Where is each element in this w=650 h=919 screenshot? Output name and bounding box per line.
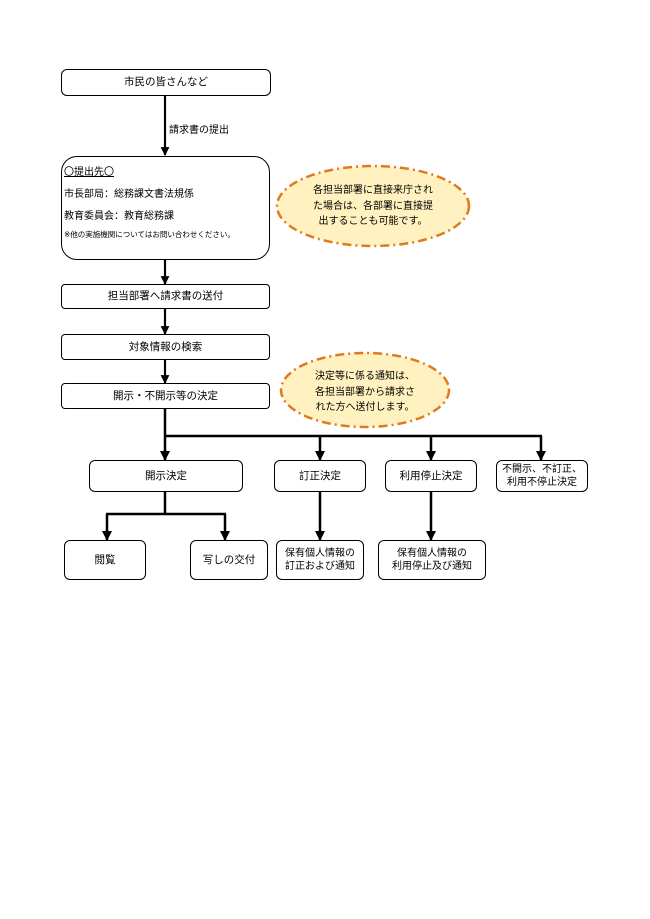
- label-submit: 請求書の提出: [169, 125, 229, 136]
- submission-line1: 市長部局：総務課文書法規係: [64, 189, 194, 200]
- submission-heading: 〇提出先〇: [64, 167, 114, 178]
- callout-direct-shape: [275, 164, 471, 248]
- node-non-decision: 不開示、不訂正、 利用不停止決定: [496, 460, 588, 492]
- callout-notify: 決定等に係る通知は、 各担当部署から請求さ れた方へ送付します。: [302, 369, 428, 416]
- node-view-label: 閲覧: [94, 553, 116, 566]
- node-suspend: 利用停止決定: [385, 460, 477, 492]
- node-citizens: 市民の皆さんなど: [61, 69, 271, 96]
- node-non-line2: 利用不停止決定: [507, 477, 577, 488]
- node-correct: 訂正決定: [274, 460, 366, 492]
- node-transfer: 担当部署へ請求書の送付: [61, 284, 270, 309]
- callout-direct-line2: た場合は、各部署に直接提: [313, 200, 433, 212]
- callout-direct-line1: 各担当部署に直接来庁され: [313, 185, 433, 196]
- node-disclose: 開示決定: [89, 460, 243, 492]
- node-transfer-label: 担当部署へ請求書の送付: [107, 290, 224, 303]
- node-search-label: 対象情報の検索: [128, 340, 203, 353]
- node-citizens-label: 市民の皆さんなど: [124, 76, 208, 89]
- node-suspend-notice-line2: 利用停止及び通知: [392, 561, 472, 572]
- node-correct-notice-line2: 訂正および通知: [285, 561, 355, 572]
- callout-direct: 各担当部署に直接来庁され た場合は、各部署に直接提 出することも可能です。: [300, 183, 446, 230]
- node-search: 対象情報の検索: [61, 334, 270, 360]
- submission-line2: 教育委員会：教育総務課: [64, 211, 174, 222]
- submission-note: ※他の実施機関についてはお問い合わせください。: [64, 230, 235, 239]
- callout-direct-line3: 出することも可能です。: [318, 216, 428, 227]
- node-correct-label: 訂正決定: [299, 469, 341, 482]
- callout-notify-line1: 決定等に係る通知は、: [315, 371, 415, 382]
- node-view: 閲覧: [64, 540, 146, 580]
- node-correct-notice-line1: 保有個人情報の: [285, 547, 355, 559]
- node-submission: 〇提出先〇 市長部局：総務課文書法規係 教育委員会：教育総務課 ※他の実施機関に…: [61, 156, 270, 260]
- node-decision-label: 開示・不開示等の決定: [113, 389, 218, 402]
- node-suspend-notice: 保有個人情報の 利用停止及び通知: [378, 540, 486, 580]
- node-non-line1: 不開示、不訂正、: [502, 463, 582, 475]
- node-copy: 写しの交付: [190, 540, 268, 580]
- node-copy-label: 写しの交付: [202, 553, 256, 566]
- node-decision: 開示・不開示等の決定: [61, 383, 270, 409]
- node-correct-notice: 保有個人情報の 訂正および通知: [276, 540, 364, 580]
- callout-notify-line3: れた方へ送付します。: [315, 402, 415, 413]
- callout-notify-shape: [279, 351, 451, 429]
- callout-notify-line2: 各担当部署から請求さ: [315, 386, 415, 398]
- node-suspend-label: 利用停止決定: [399, 469, 463, 482]
- node-suspend-notice-line1: 保有個人情報の: [397, 547, 467, 559]
- node-disclose-label: 開示決定: [145, 469, 187, 482]
